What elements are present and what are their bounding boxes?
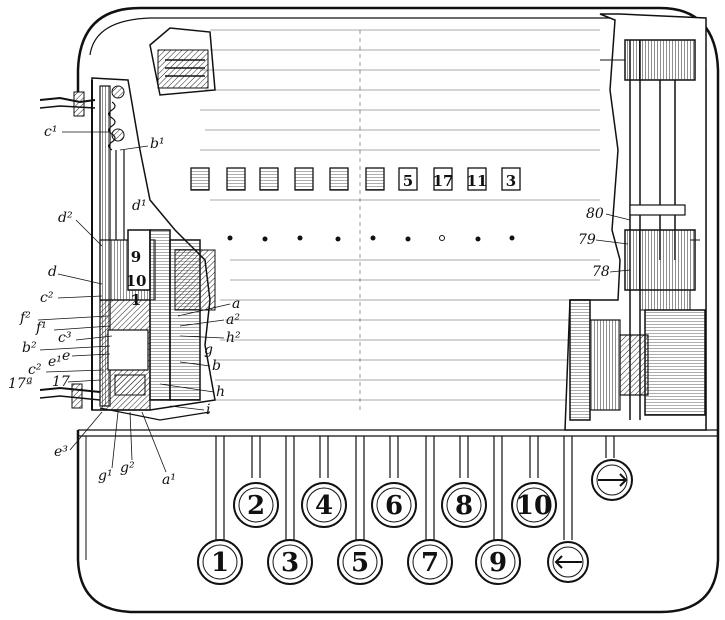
key-left-arrow[interactable] [547, 541, 589, 583]
label-b1: b¹ [150, 136, 165, 152]
label-g: g [204, 342, 213, 358]
label-f1: f¹ [35, 320, 47, 336]
key-7[interactable]: 7 [407, 539, 453, 585]
key-front-label: 5 [351, 548, 369, 578]
label-e1: e¹ [48, 354, 62, 370]
register-window-5 [329, 167, 349, 191]
key-right-arrow[interactable] [591, 459, 633, 501]
label-a1: a¹ [162, 472, 176, 488]
label-b: b [212, 358, 221, 374]
label-c3: c³ [58, 330, 72, 346]
register-window-8: 17 [433, 167, 454, 191]
wheel-number-bottom: 1 [131, 291, 141, 309]
key-5[interactable]: 5 [337, 539, 383, 585]
register-digit: 3 [506, 172, 516, 190]
label-g1: g¹ [98, 468, 113, 484]
register-window-2 [226, 167, 246, 191]
key-stems [215, 436, 615, 540]
register-window-3 [259, 167, 279, 191]
label-h2: h² [226, 330, 241, 346]
key-back-label: 8 [455, 491, 473, 521]
key-back-label: 2 [247, 491, 265, 521]
right-mechanism [564, 13, 707, 431]
key-1[interactable]: 1 [197, 539, 243, 585]
label-79: 79 [578, 232, 596, 248]
register-window-10: 3 [501, 167, 521, 191]
register-window-6 [365, 167, 385, 191]
key-front-label: 7 [421, 548, 439, 578]
key-3[interactable]: 3 [267, 539, 313, 585]
label-h: h [216, 384, 225, 400]
register-window-9: 11 [467, 167, 488, 191]
leftwards-arrow-icon [554, 555, 582, 569]
label-e: e [62, 348, 70, 364]
key-front-label: 3 [281, 548, 299, 578]
key-back-label: 6 [385, 491, 403, 521]
key-8[interactable]: 8 [441, 482, 487, 528]
label-i: i [206, 402, 210, 418]
key-6[interactable]: 6 [371, 482, 417, 528]
label-d: d [48, 264, 57, 280]
label-e3: e³ [54, 444, 68, 460]
register-window-1 [190, 167, 210, 191]
key-10[interactable]: 10 [511, 482, 557, 528]
wheel-number-mid: 10 [126, 272, 147, 290]
wheel-numbers: 9 10 1 [126, 248, 147, 309]
indicator-dots [227, 235, 515, 242]
label-f2: f² [19, 310, 31, 326]
key-front-label: 9 [489, 548, 507, 578]
label-d2: d² [58, 210, 73, 226]
key-front-label: 1 [211, 548, 229, 578]
wheel-number-top: 9 [131, 248, 141, 266]
top-panel-lines [200, 29, 600, 410]
register-windows: 5 17 11 3 [190, 167, 521, 191]
reference-labels: c¹ b¹ d¹ d² d c² f² f¹ c³ b² e c² e¹ 17 … [8, 124, 631, 488]
label-c2b: c² [28, 362, 42, 378]
key-2[interactable]: 2 [233, 482, 279, 528]
label-17a: 17ª [8, 376, 33, 392]
label-g2: g² [120, 460, 135, 476]
label-80: 80 [586, 206, 604, 222]
label-78: 78 [592, 264, 610, 280]
label-d1: d¹ [132, 198, 147, 214]
register-window-7: 5 [398, 167, 418, 191]
label-c2: c² [40, 290, 54, 306]
left-mechanism [39, 77, 216, 421]
label-a2: a² [226, 312, 240, 328]
keys-front-row: 1 3 5 7 9 [197, 539, 521, 585]
key-back-label: 4 [315, 491, 333, 521]
register-digit: 11 [467, 172, 488, 190]
label-b2: b² [22, 340, 37, 356]
register-digit: 17 [433, 172, 454, 190]
key-9[interactable]: 9 [475, 539, 521, 585]
keys-back-row: 2 4 6 8 10 [233, 482, 557, 528]
label-c1: c¹ [44, 124, 57, 140]
register-digit: 5 [403, 172, 413, 190]
key-back-label: 10 [516, 491, 552, 521]
label-17: 17 [52, 374, 70, 390]
register-window-4 [294, 167, 314, 191]
label-a: a [232, 296, 240, 312]
upper-cutaway-detail [149, 27, 216, 96]
key-4[interactable]: 4 [301, 482, 347, 528]
rightwards-arrow-icon [598, 473, 628, 487]
